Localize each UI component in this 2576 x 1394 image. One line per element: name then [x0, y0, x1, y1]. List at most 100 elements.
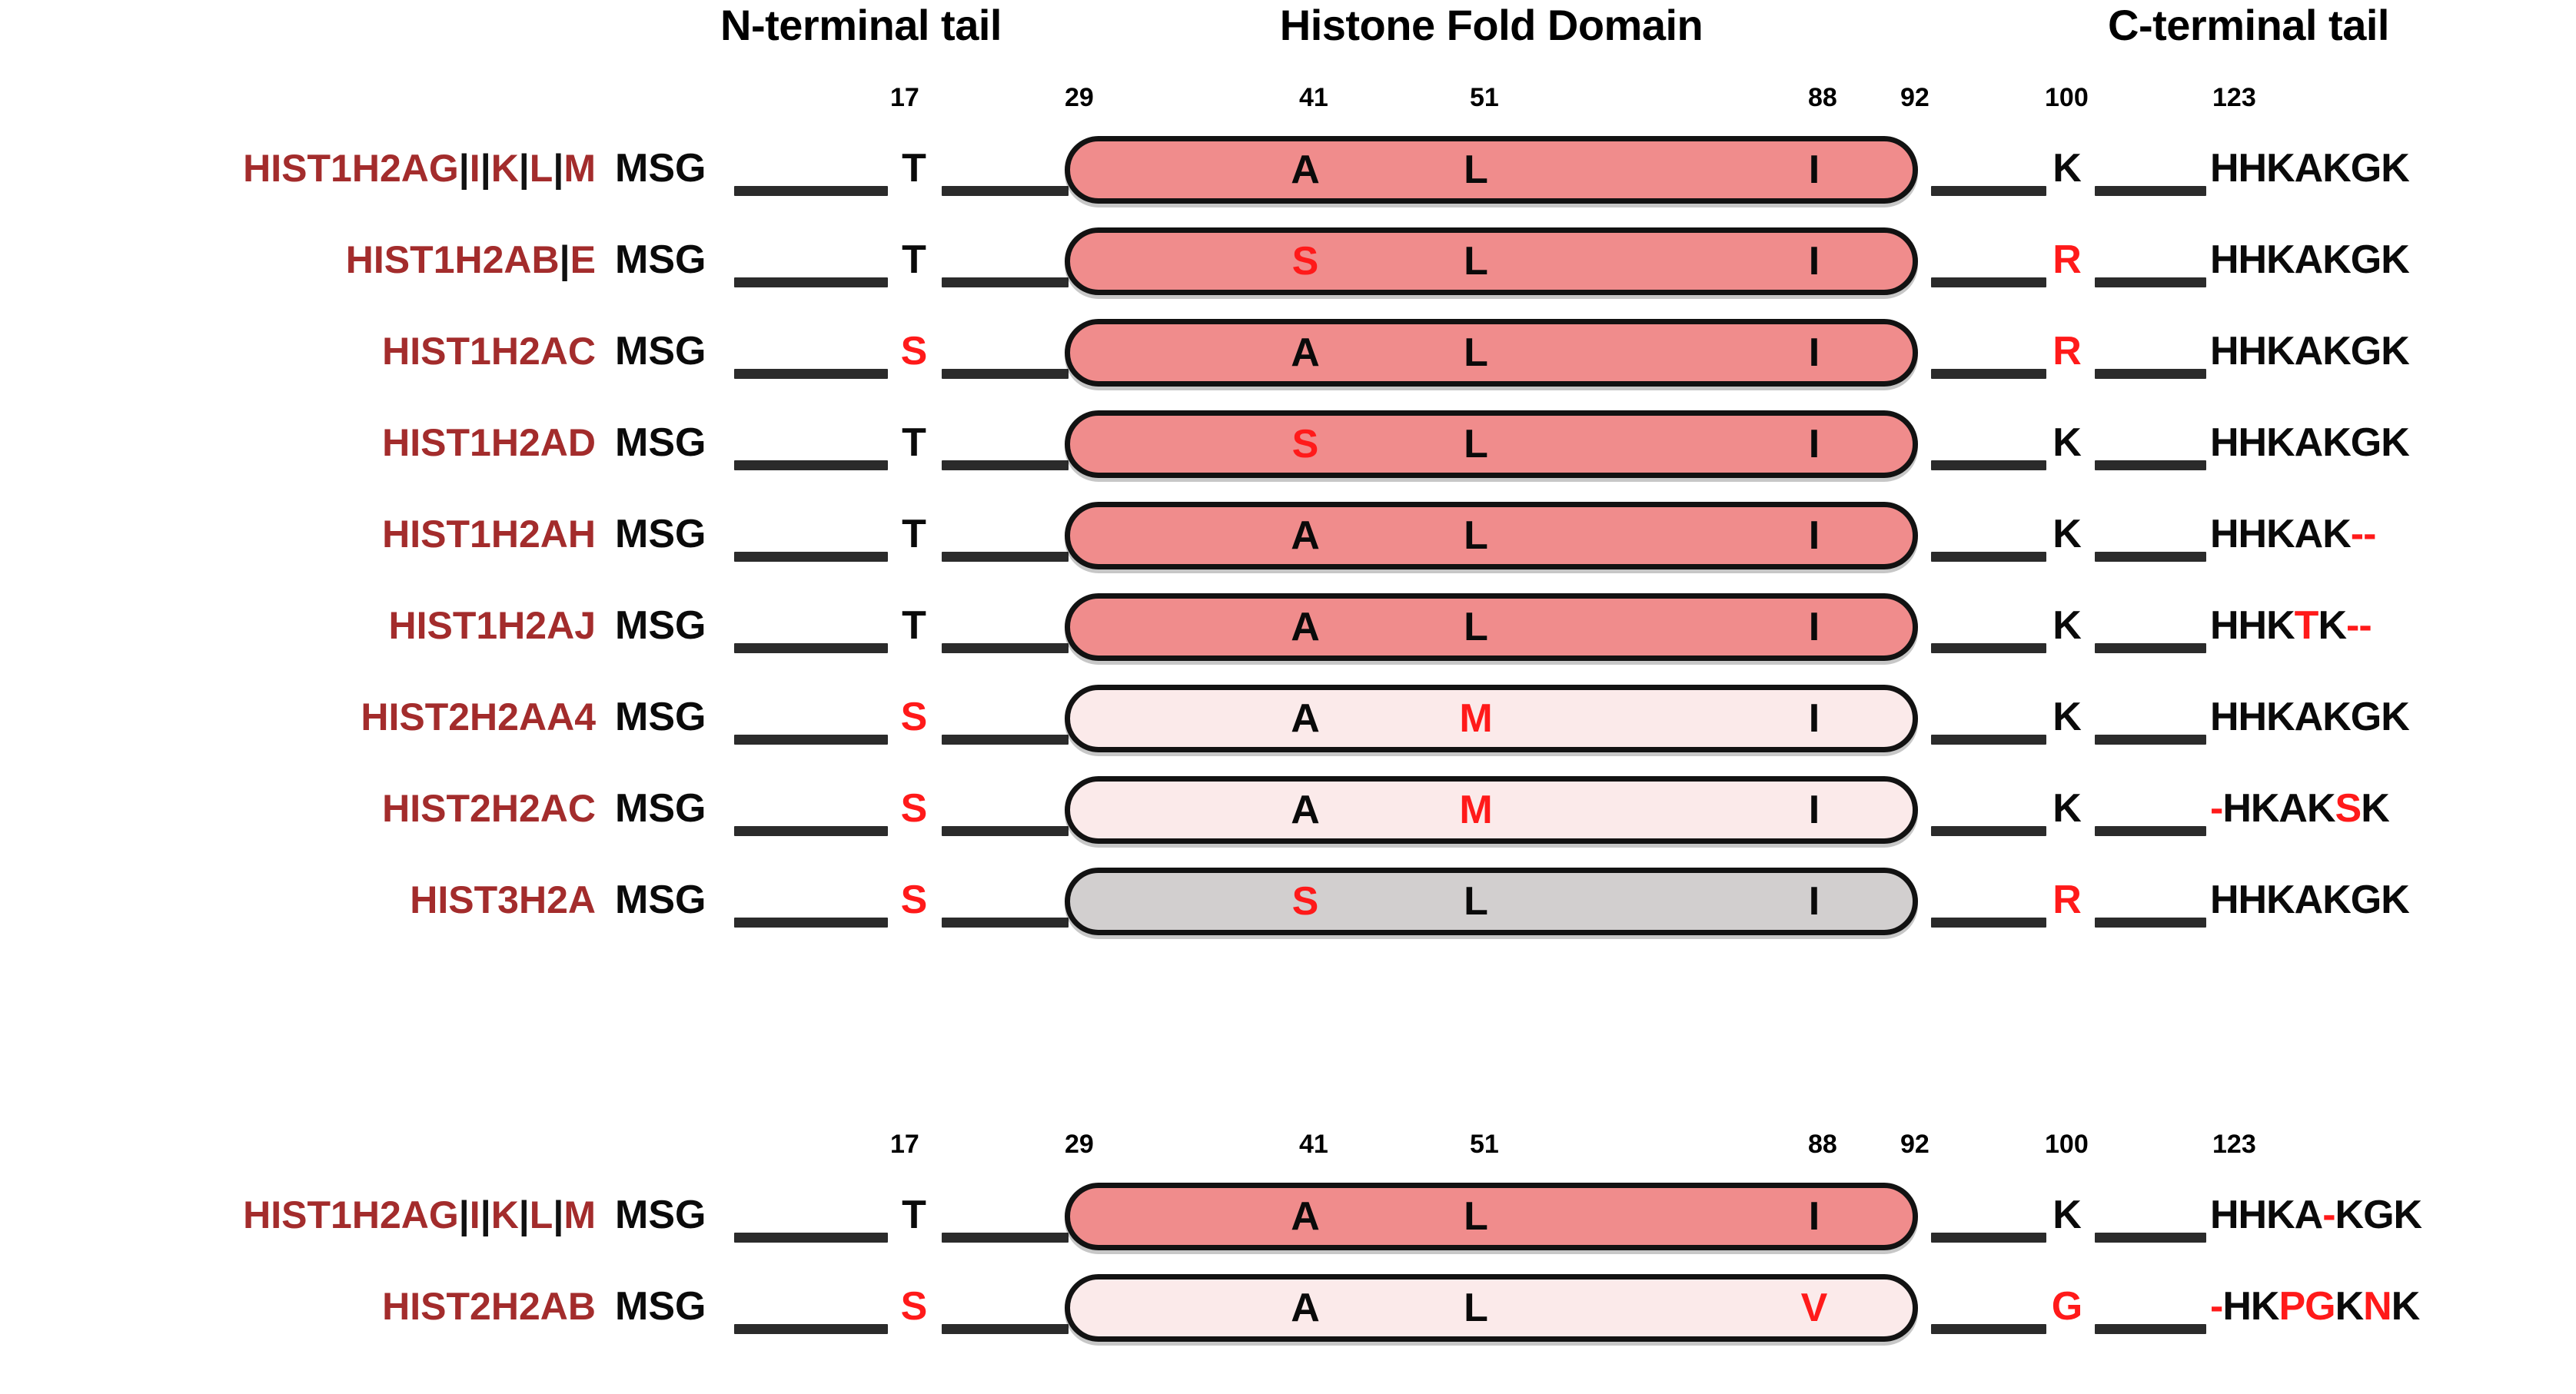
- connector-line: [942, 277, 1069, 287]
- connector-line: [734, 186, 888, 196]
- position-label-29-bottom: 29: [1065, 1130, 1094, 1159]
- residue-position-51: L: [1464, 1194, 1488, 1239]
- connector-line: [1931, 552, 2046, 562]
- residue-position-100: K: [2052, 786, 2082, 831]
- connector-line: [1931, 277, 2046, 287]
- residue-position-17: T: [902, 420, 926, 465]
- residue-position-41: A: [1291, 788, 1320, 832]
- gene-name-label: HIST3H2A: [410, 878, 596, 921]
- residue-position-88: I: [1808, 148, 1820, 192]
- gene-name-label: HIST1H2AB|E: [345, 238, 596, 281]
- position-label-29: 29: [1065, 83, 1094, 112]
- position-label-41-bottom: 41: [1299, 1130, 1328, 1159]
- gene-name-label: HIST1H2AD: [382, 421, 596, 464]
- connector-line: [1931, 1233, 2046, 1243]
- position-label-123-bottom: 123: [2212, 1130, 2256, 1159]
- n-terminal-start-residues: MSG: [615, 512, 706, 556]
- c-terminal-tail-sequence: HHKAKGK: [2210, 878, 2410, 922]
- gene-name-label: HIST1H2AJ: [388, 604, 596, 647]
- connector-line: [942, 186, 1069, 196]
- connector-line: [734, 460, 888, 470]
- c-terminal-tail-sequence: -HKPGKNK: [2210, 1284, 2420, 1329]
- residue-position-100: K: [2052, 1193, 2082, 1237]
- residue-position-51: L: [1464, 239, 1488, 284]
- connector-line: [1931, 918, 2046, 928]
- n-terminal-start-residues: MSG: [615, 695, 706, 739]
- connector-line: [2095, 277, 2206, 287]
- connector-line: [734, 1324, 888, 1334]
- residue-position-88: I: [1808, 788, 1820, 832]
- c-terminal-tail-sequence: HHKAKGK: [2210, 695, 2410, 739]
- connector-line: [942, 460, 1069, 470]
- connector-line: [734, 552, 888, 562]
- position-label-41: 41: [1299, 83, 1328, 112]
- connector-line: [1931, 369, 2046, 379]
- residue-position-100: K: [2052, 695, 2082, 739]
- position-label-92-bottom: 92: [1900, 1130, 1930, 1159]
- residue-position-88: I: [1808, 879, 1820, 924]
- connector-line: [1931, 643, 2046, 653]
- connector-line: [1931, 735, 2046, 745]
- gene-name-label: HIST1H2AG|I|K|L|M: [243, 147, 596, 190]
- n-terminal-start-residues: MSG: [615, 237, 706, 282]
- connector-line: [2095, 1233, 2206, 1243]
- connector-line: [734, 826, 888, 836]
- c-terminal-tail-sequence: -HKAKSK: [2210, 786, 2390, 831]
- connector-line: [942, 369, 1069, 379]
- residue-position-100: K: [2052, 603, 2082, 648]
- position-label-92: 92: [1900, 83, 1930, 112]
- position-label-51-bottom: 51: [1470, 1130, 1499, 1159]
- residue-position-88: I: [1808, 1194, 1820, 1239]
- header-n-terminal-tail: N-terminal tail: [720, 1, 1002, 49]
- connector-line: [942, 1324, 1069, 1334]
- c-terminal-tail-sequence: HHKAK--: [2210, 512, 2376, 556]
- n-terminal-start-residues: MSG: [615, 878, 706, 922]
- residue-position-100: G: [2051, 1284, 2083, 1329]
- residue-position-51: M: [1459, 788, 1493, 832]
- top-panel-header: N-terminal tail Histone Fold Domain C-te…: [0, 0, 2576, 123]
- c-terminal-tail-sequence: HHKAKGK: [2210, 420, 2410, 465]
- residue-position-100: K: [2052, 420, 2082, 465]
- header-histone-fold-domain: Histone Fold Domain: [1279, 1, 1703, 49]
- residue-position-51: L: [1464, 605, 1488, 649]
- c-terminal-tail-sequence: HHKA-KGK: [2210, 1193, 2422, 1237]
- residue-position-17: S: [900, 329, 928, 373]
- residue-position-41: A: [1291, 696, 1320, 741]
- residue-position-88: I: [1808, 513, 1820, 558]
- residue-position-41: S: [1291, 879, 1319, 924]
- n-terminal-start-residues: MSG: [615, 1193, 706, 1237]
- gene-name-label: HIST1H2AH: [382, 513, 596, 556]
- residue-position-41: S: [1291, 422, 1319, 466]
- connector-line: [942, 643, 1069, 653]
- residue-position-17: S: [900, 786, 928, 831]
- position-label-17-bottom: 17: [890, 1130, 919, 1159]
- gene-name-label: HIST1H2AG|I|K|L|M: [243, 1193, 596, 1236]
- residue-position-100: K: [2052, 146, 2082, 191]
- connector-line: [1931, 460, 2046, 470]
- gene-name-label: HIST2H2AA4: [361, 695, 596, 738]
- residue-position-17: S: [900, 1284, 928, 1329]
- connector-line: [734, 1233, 888, 1243]
- residue-position-41: A: [1291, 605, 1320, 649]
- residue-position-17: S: [900, 695, 928, 739]
- c-terminal-tail-sequence: HHKAKGK: [2210, 146, 2410, 191]
- position-label-100-bottom: 100: [2045, 1130, 2089, 1159]
- position-label-123: 123: [2212, 83, 2256, 112]
- bottom-panel-header: 17 29 41 51 88 92 100 123: [0, 1100, 2576, 1170]
- connector-line: [2095, 918, 2206, 928]
- connector-line: [2095, 460, 2206, 470]
- residue-position-41: A: [1291, 1194, 1320, 1239]
- c-terminal-tail-sequence: HHKAKGK: [2210, 237, 2410, 282]
- residue-position-41: A: [1291, 1286, 1320, 1330]
- connector-line: [1931, 1324, 2046, 1334]
- connector-line: [942, 552, 1069, 562]
- connector-line: [2095, 552, 2206, 562]
